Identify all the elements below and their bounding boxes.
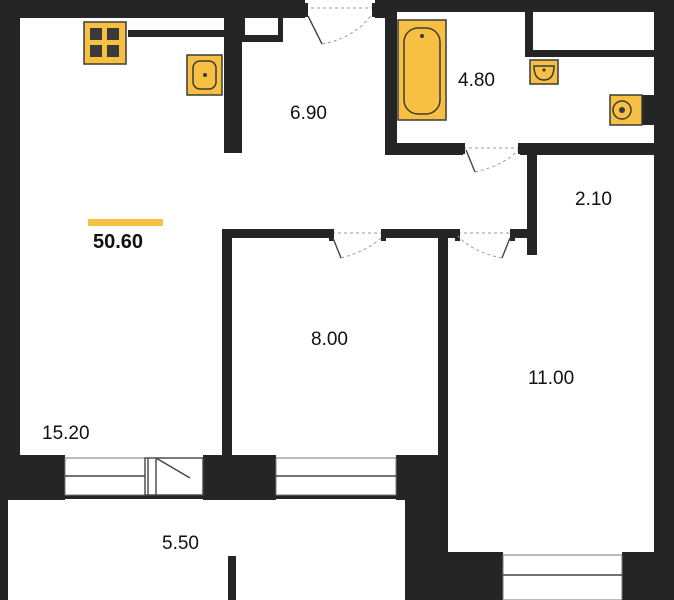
wall-kitchen-niche-inner — [245, 18, 278, 35]
washbasin-icon — [529, 59, 559, 85]
room-area-balcony: 5.50 — [162, 533, 199, 554]
wall-bottom-middle-pier — [203, 455, 276, 500]
wall-top-middle — [375, 0, 385, 18]
wall-bath-bottom-left — [385, 143, 463, 155]
total-area: 50.60 — [93, 231, 143, 253]
fixtures — [83, 19, 643, 126]
room-area-bedroom-small: 8.00 — [311, 329, 348, 350]
area-labels: 50.60 15.20 6.90 4.80 2.10 8.00 11.00 5.… — [42, 70, 612, 554]
door-bedroom-large — [455, 229, 515, 259]
wall-bath-bottom-right — [520, 143, 674, 155]
wall-bedroom-large-bottom-left — [448, 552, 503, 600]
wall-balcony-stub — [228, 556, 236, 600]
wall-bath-niche — [525, 12, 533, 57]
wall-kitchen-counter — [128, 30, 238, 37]
stove-icon — [83, 21, 127, 65]
door-entrance — [303, 3, 377, 45]
window-bedroom-large — [502, 554, 623, 600]
total-area-marker — [88, 219, 163, 226]
wall-kitchen-partition — [224, 18, 242, 153]
wall-bath-left — [385, 0, 397, 155]
wall-toilet-box — [640, 95, 654, 125]
wall-right — [654, 0, 674, 600]
bathtub-icon — [397, 19, 447, 121]
wall-bedroom-small-left — [222, 229, 232, 500]
wall-top-right — [385, 0, 674, 12]
wall-left — [0, 0, 20, 500]
wall-bottom-right-pier — [396, 455, 448, 500]
room-area-living: 15.20 — [42, 423, 90, 444]
wall-bottom-left-pier — [0, 455, 65, 500]
wall-top-left — [0, 0, 305, 18]
wall-balcony-left — [0, 495, 8, 600]
wall-bedroom-divider — [438, 229, 448, 554]
toilet-icon — [609, 94, 643, 126]
room-area-hall: 6.90 — [290, 103, 327, 124]
doors — [144, 3, 523, 496]
wall-bedroom-small-top — [222, 229, 332, 238]
wall-bedroom-large-top-right — [512, 229, 537, 238]
wall-bath-niche-bottom — [525, 50, 654, 57]
kitchen-sink-icon — [186, 54, 223, 96]
wall-balcony-floor-edge — [0, 495, 448, 499]
windows — [64, 457, 623, 600]
wall-corridor — [527, 143, 537, 255]
door-bedroom-small — [329, 229, 386, 259]
room-area-bedroom-large: 11.00 — [528, 368, 574, 389]
wall-balcony-right — [405, 495, 448, 600]
wall-bedroom-small-top-right — [383, 229, 458, 238]
room-area-bathroom: 4.80 — [458, 70, 495, 91]
door-balcony — [144, 457, 204, 496]
door-bathroom — [460, 143, 523, 173]
room-area-corridor: 2.10 — [575, 189, 612, 210]
wall-bedroom-large-bottom-right — [622, 552, 674, 600]
